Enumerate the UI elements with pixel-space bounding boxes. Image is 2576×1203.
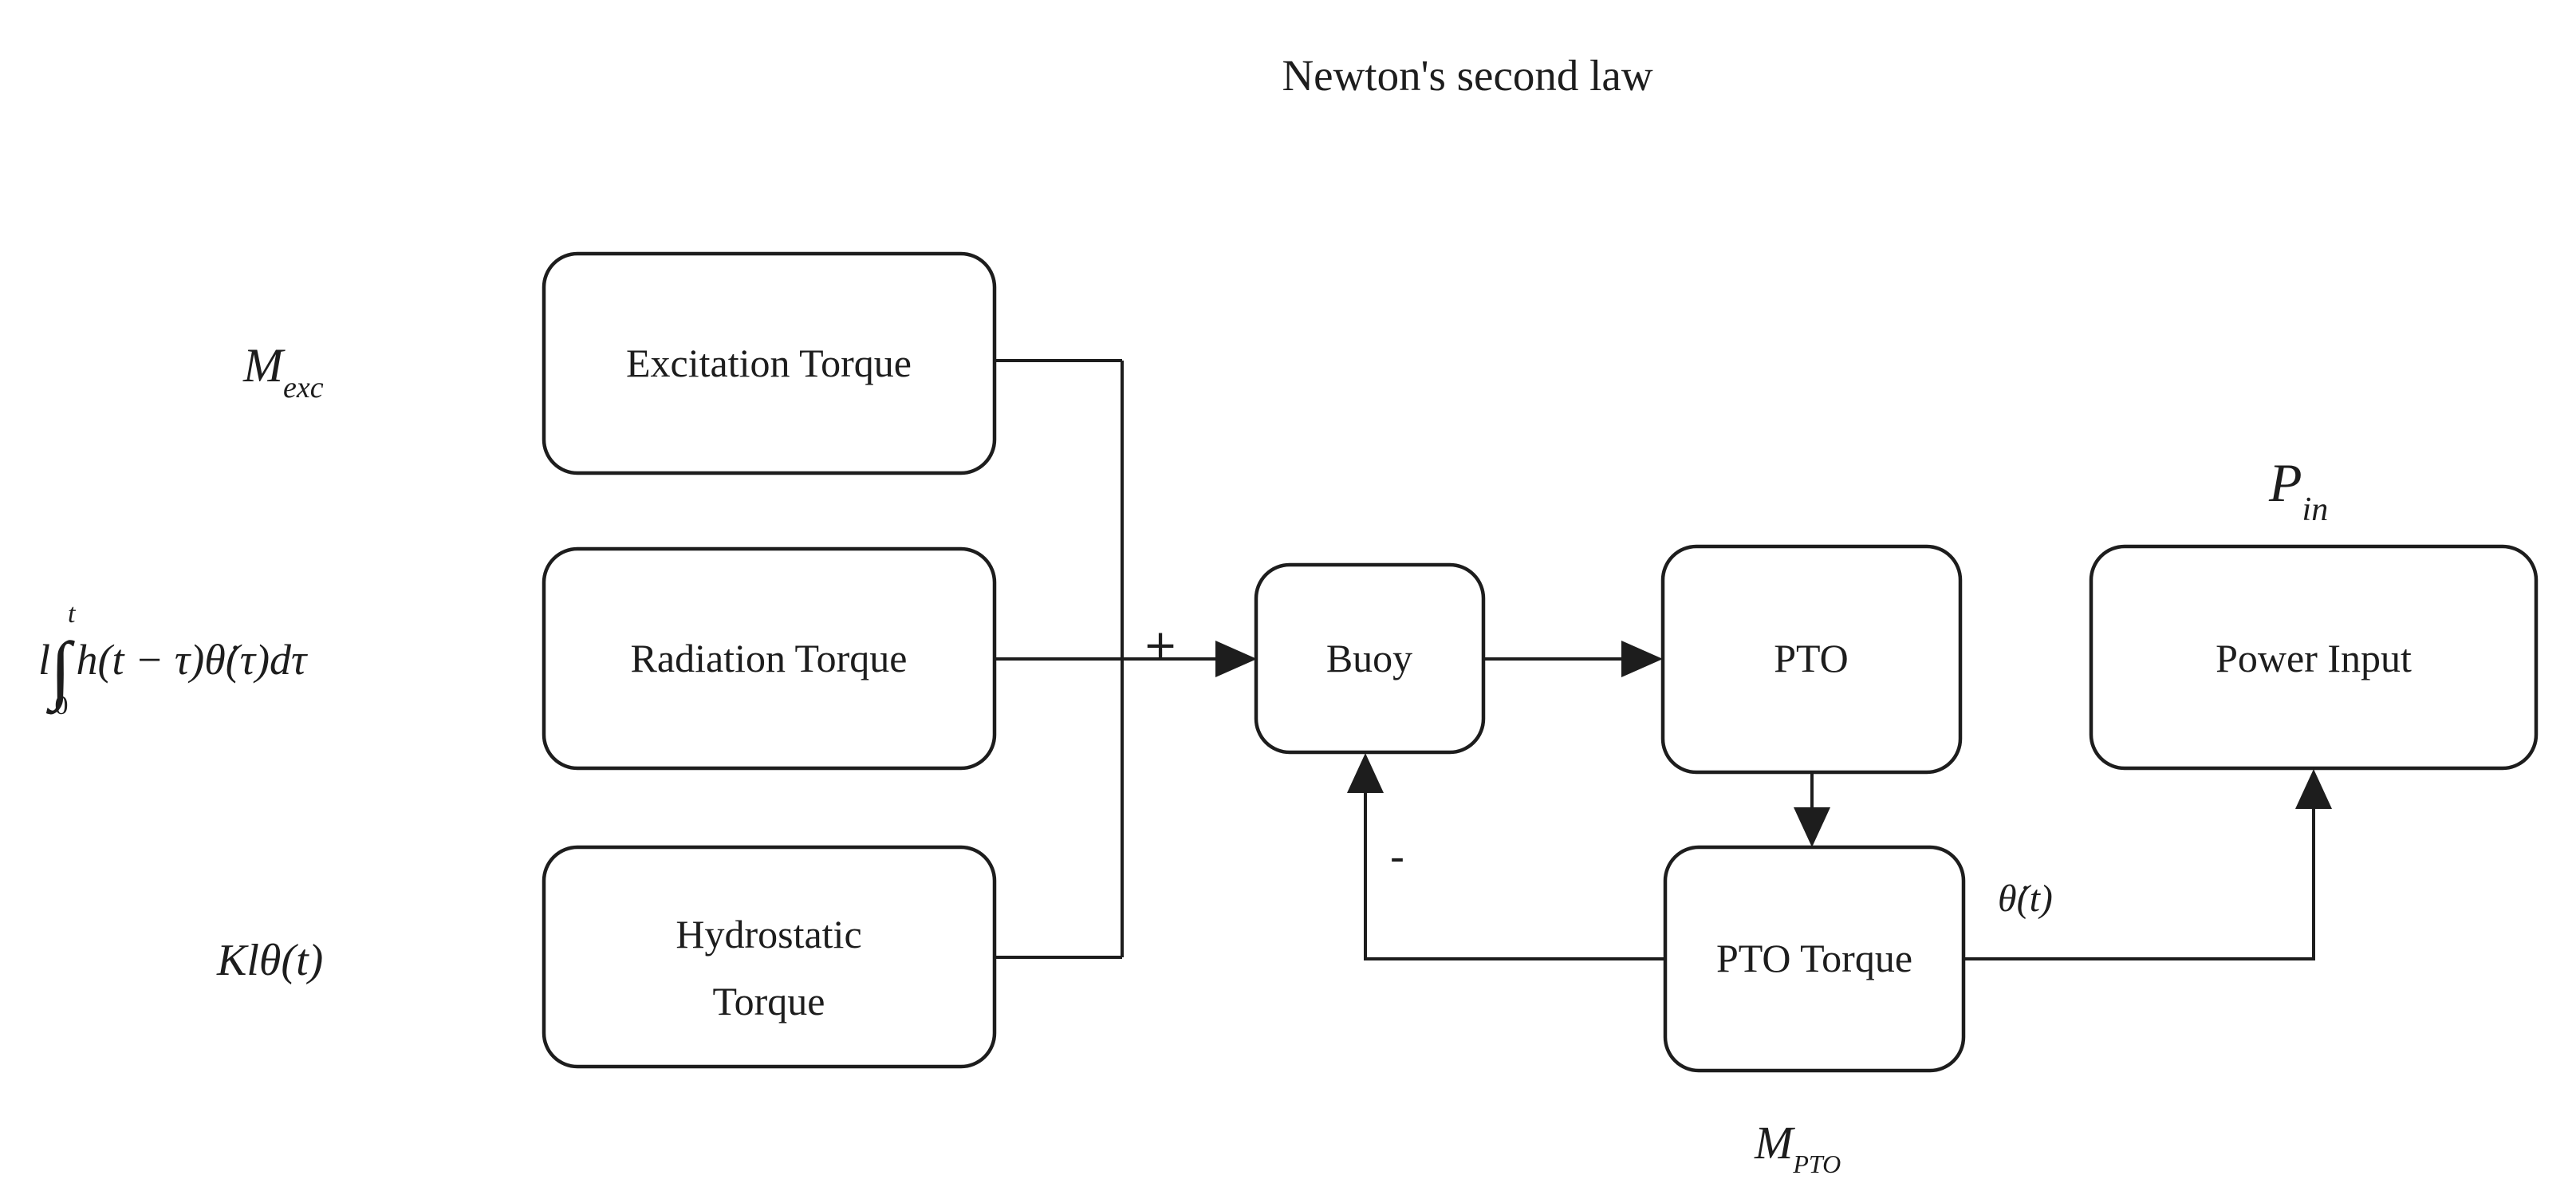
wire-pto-torque-to-power-input bbox=[1964, 804, 2315, 960]
pto-torque-block bbox=[1663, 845, 1966, 1073]
hydrostatic-torque-label-line2: Torque bbox=[713, 979, 825, 1024]
radiation-formula-coefficient: l bbox=[38, 636, 50, 684]
m-pto-label: MPTO bbox=[1754, 1117, 1841, 1178]
integral-lower-limit: 0 bbox=[55, 691, 69, 720]
m-exc-base: M bbox=[242, 339, 286, 392]
hydrostatic-formula-label: Klθ(t) bbox=[216, 936, 323, 985]
integral-upper-limit: t bbox=[68, 599, 77, 629]
arrowhead-into-buoy-bottom bbox=[1347, 753, 1384, 793]
hydrostatic-torque-block bbox=[542, 845, 997, 1069]
p-in-label: Pin bbox=[2268, 452, 2328, 528]
arrowhead-into-pto bbox=[1621, 641, 1663, 677]
m-pto-subscript: PTO bbox=[1792, 1150, 1841, 1178]
buoy-label: Buoy bbox=[1326, 636, 1412, 680]
arrowhead-into-buoy-left bbox=[1215, 641, 1257, 677]
minus-sign-label: - bbox=[1390, 834, 1405, 882]
pto-block bbox=[1660, 544, 1963, 775]
power-input-label: Power Input bbox=[2216, 636, 2412, 680]
theta-dot-label: θ̇(t) bbox=[1998, 878, 2053, 920]
power-input-block bbox=[2089, 544, 2539, 771]
m-pto-base: M bbox=[1754, 1117, 1795, 1169]
radiation-formula-body: h(t − τ)θ̇(τ)dτ bbox=[77, 636, 309, 684]
integral-icon: ∫ bbox=[46, 626, 75, 715]
plus-sign-label: + bbox=[1143, 621, 1178, 669]
radiation-torque-block bbox=[542, 546, 997, 771]
radiation-torque-label: Radiation Torque bbox=[631, 636, 908, 680]
p-in-base: P bbox=[2268, 452, 2302, 513]
excitation-torque-block bbox=[542, 251, 997, 475]
pto-label: PTO bbox=[1774, 636, 1849, 680]
diagram-title: Newton's second law bbox=[1282, 51, 1652, 100]
p-in-subscript: in bbox=[2302, 491, 2329, 528]
m-exc-subscript: exc bbox=[283, 371, 324, 404]
arrowhead-into-pto-torque bbox=[1794, 807, 1830, 847]
radiation-formula-label: l∫t 0 h(t − τ)θ̇(τ)dτ bbox=[38, 599, 308, 720]
pto-torque-label: PTO Torque bbox=[1716, 936, 1912, 980]
buoy-block bbox=[1254, 562, 1486, 755]
wire-pto-torque-feedback-to-buoy bbox=[1364, 788, 1665, 960]
m-exc-label: Mexc bbox=[242, 339, 324, 404]
arrowhead-into-power-input bbox=[2295, 769, 2332, 809]
excitation-torque-label: Excitation Torque bbox=[626, 341, 912, 385]
hydrostatic-torque-label-line1: Hydrostatic bbox=[676, 912, 861, 956]
